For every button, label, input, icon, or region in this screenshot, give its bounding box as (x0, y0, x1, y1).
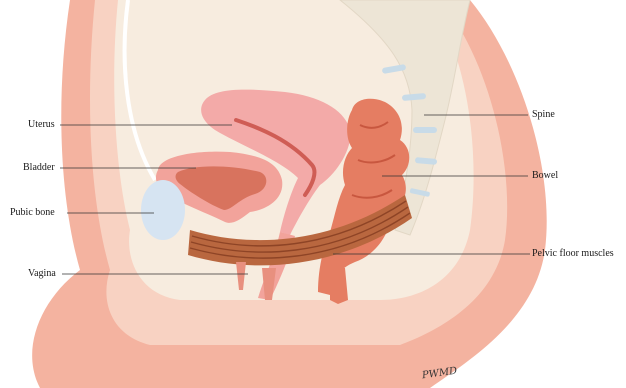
anal-canal (330, 268, 348, 304)
bladder-label: Bladder (23, 162, 55, 174)
pubic-bone-label: Pubic bone (10, 207, 55, 219)
pubic-bone-shape (141, 180, 185, 240)
vagina-label: Vagina (28, 268, 56, 280)
uterus-label: Uterus (28, 119, 55, 131)
spine-label: Spine (532, 109, 555, 121)
bowel-label: Bowel (532, 170, 558, 182)
spine-disc (413, 127, 437, 133)
pelvic-floor-muscles-label: Pelvic floor muscles (532, 248, 614, 260)
